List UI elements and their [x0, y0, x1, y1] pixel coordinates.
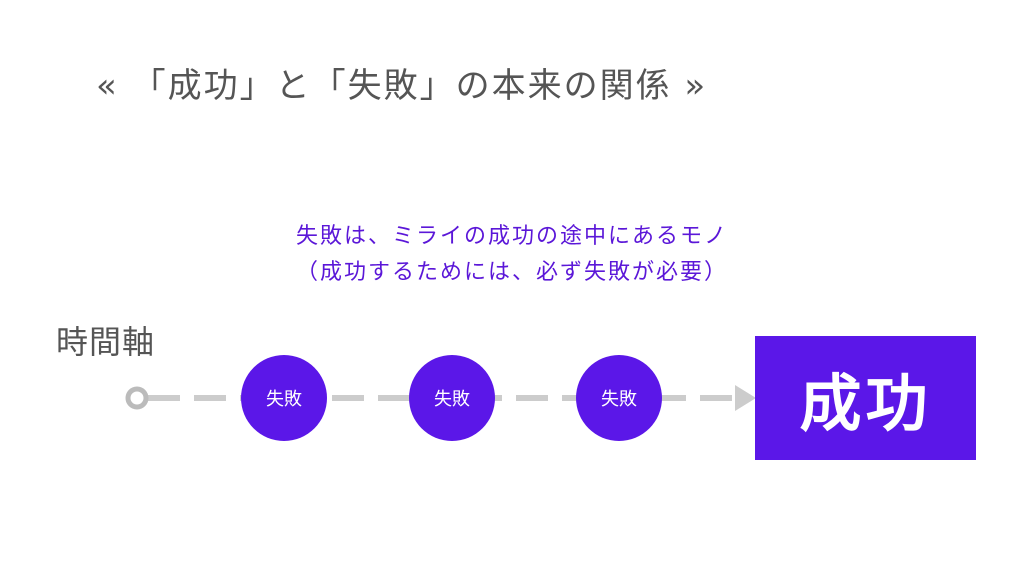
success-box: 成功 — [755, 336, 976, 460]
failure-node-3: 失敗 — [576, 355, 662, 441]
page-title: « 「成功」と「失敗」の本来の関係 » — [96, 66, 708, 106]
failure-node-2: 失敗 — [409, 355, 495, 441]
subtitle-line-1: 失敗は、ミライの成功の途中にあるモノ — [295, 224, 728, 249]
timeline-start-circle — [125, 386, 149, 410]
subtitle-line-2: （成功するためには、必ず失敗が必要） — [295, 260, 728, 285]
timeline-arrowhead-icon — [735, 385, 756, 411]
time-axis-label: 時間軸 — [56, 323, 156, 361]
failure-node-1: 失敗 — [241, 355, 327, 441]
